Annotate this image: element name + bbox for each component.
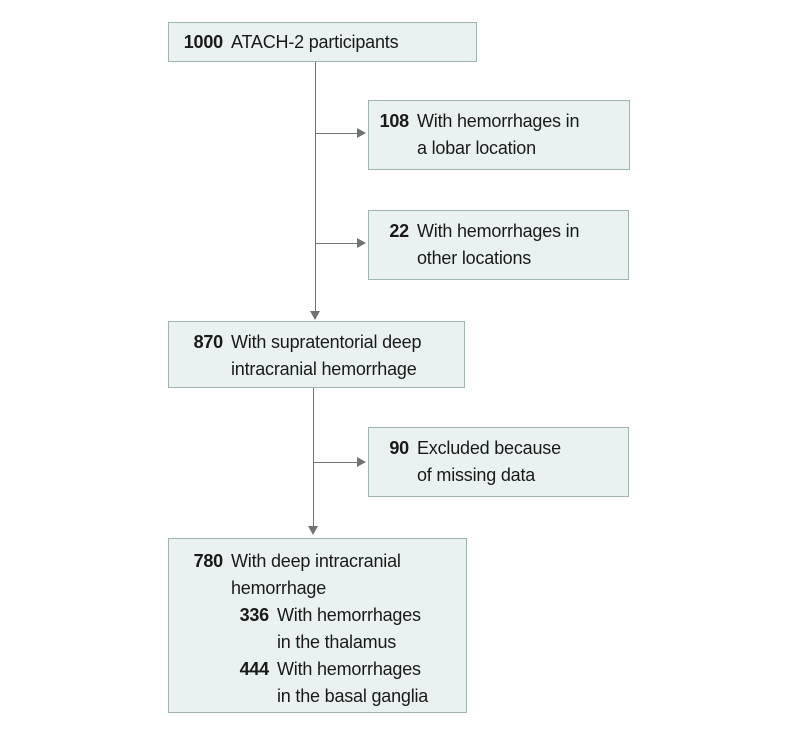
box-label: other locations	[417, 248, 532, 268]
box-label: intracranial hemorrhage	[231, 359, 417, 379]
box-label: a lobar location	[417, 138, 536, 158]
box-lobar-hemorrhages: 108 With hemorrhages in a lobar location	[368, 100, 630, 170]
participant-count: 780	[193, 551, 224, 571]
box-label: hemorrhage	[231, 578, 327, 598]
participant-count: 90	[389, 438, 409, 458]
box-atach2-participants: 1000 ATACH-2 participants	[168, 22, 477, 62]
arrow-right-icon	[357, 457, 366, 467]
box-other-locations: 22 With hemorrhages in other locations	[368, 210, 629, 280]
box-label: With supratentorial deep	[231, 332, 422, 352]
flow-line-vertical-bottom	[313, 388, 314, 526]
box-excluded-missing-data: 90 Excluded because of missing data	[368, 427, 629, 497]
box-deep-intracranial: 780 With deep intracranial hemorrhage 33…	[168, 538, 467, 713]
box-label: in the basal ganglia	[277, 686, 429, 706]
flow-line-vertical-top	[315, 62, 316, 311]
participant-count: 1000	[183, 32, 223, 52]
box-label: With hemorrhages	[277, 659, 421, 679]
box-label: With hemorrhages in	[417, 221, 580, 241]
flow-line-branch-other	[315, 243, 357, 244]
box-label: With hemorrhages in	[417, 111, 580, 131]
participant-count: 108	[379, 111, 410, 131]
box-label: With hemorrhages	[277, 605, 421, 625]
box-label: Excluded because	[417, 438, 561, 458]
flow-line-branch-lobar	[315, 133, 357, 134]
box-label: ATACH-2 participants	[231, 32, 399, 52]
box-supratentorial-deep: 870 With supratentorial deep intracrania…	[168, 321, 465, 388]
box-label: of missing data	[417, 465, 536, 485]
arrow-down-icon	[310, 311, 320, 320]
box-label: With deep intracranial	[231, 551, 401, 571]
arrow-right-icon	[357, 128, 366, 138]
participant-count: 336	[239, 605, 270, 625]
participant-count: 870	[193, 332, 224, 352]
box-label: in the thalamus	[277, 632, 397, 652]
participant-count: 22	[389, 221, 409, 241]
flow-line-branch-excluded	[313, 462, 357, 463]
arrow-right-icon	[357, 238, 366, 248]
participant-count: 444	[239, 659, 270, 679]
arrow-down-icon	[308, 526, 318, 535]
